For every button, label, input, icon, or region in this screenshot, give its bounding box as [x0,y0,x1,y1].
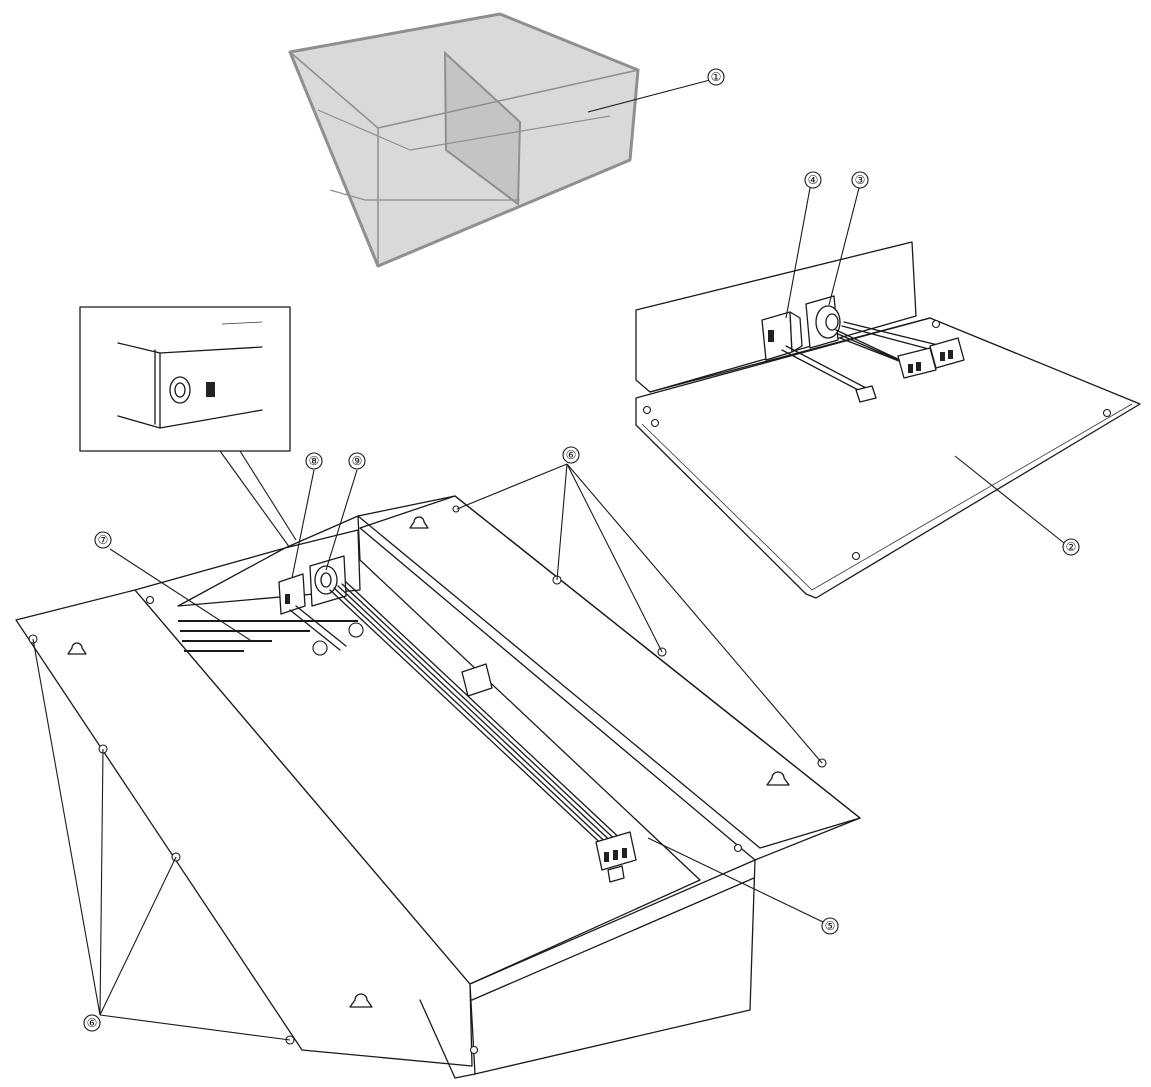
vent-slots [178,620,358,652]
callout-3: ③ [851,171,869,189]
callout-4-label: ④ [808,173,819,187]
callout-7: ⑦ [94,531,112,549]
callout-9-label: ⑨ [352,454,363,468]
callout-6-right: ⑥ [562,446,580,464]
callout-4: ④ [804,171,822,189]
callout-3-label: ③ [855,173,866,187]
callout-5: ⑤ [821,917,839,935]
part-2-mounting-plate [635,241,1141,599]
callout-6-right-label: ⑥ [566,448,577,462]
callout-8-label: ⑧ [309,454,320,468]
callout-7-label: ⑦ [98,533,109,547]
callout-5-label: ⑤ [825,919,836,933]
callout-1: ① [707,68,725,86]
callout-2-label: ② [1066,540,1077,554]
leader-lines [32,79,1065,1041]
callout-1-label: ① [711,70,722,84]
detail-inset [79,306,297,549]
callout-2: ② [1062,538,1080,556]
callout-6-left-label: ⑥ [87,1016,98,1030]
part-1-transparent-cover [288,12,640,268]
callout-6-left: ⑥ [83,1014,101,1032]
part-5-main-enclosure [15,495,861,1079]
callout-9: ⑨ [348,452,366,470]
callout-8: ⑧ [305,452,323,470]
